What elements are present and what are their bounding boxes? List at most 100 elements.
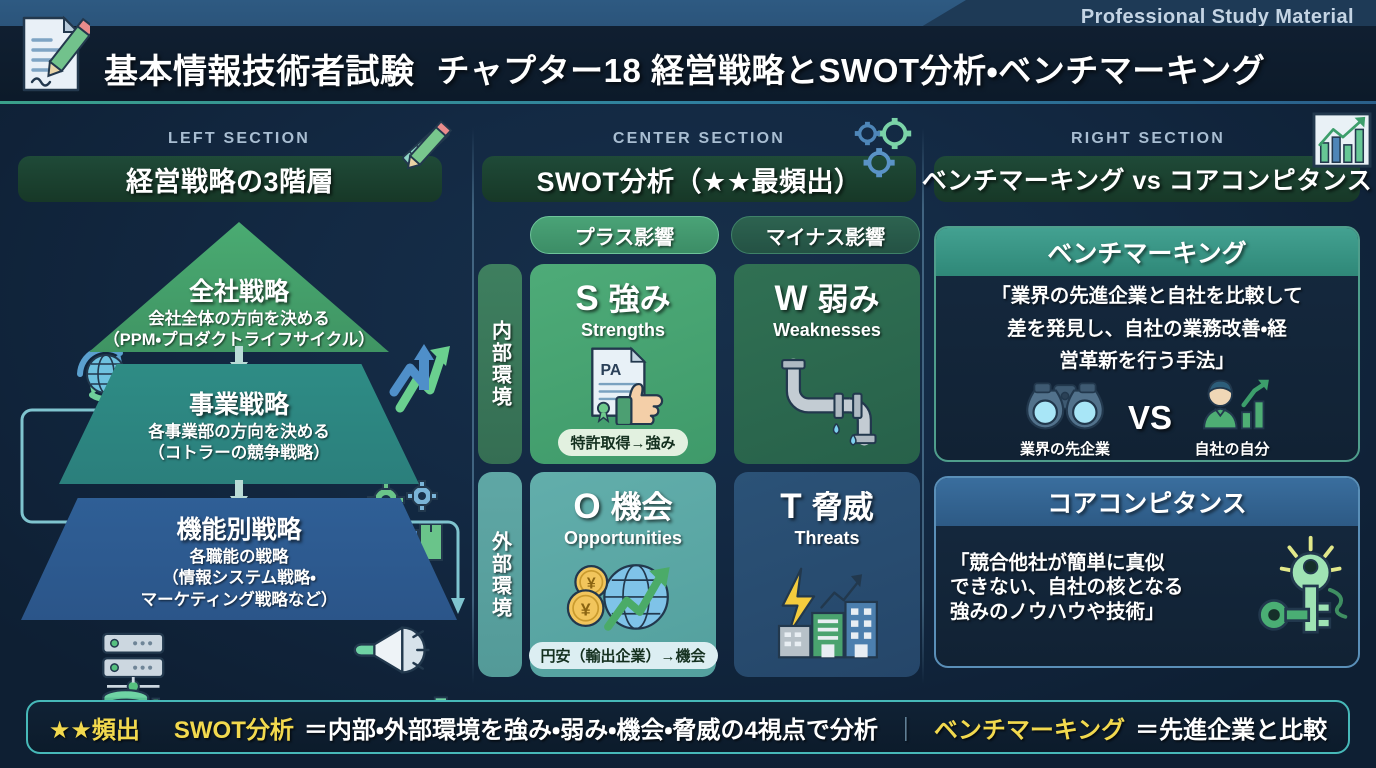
polarity-minus-label: マイナス影響 [731,216,920,254]
right-section-label: RIGHT SECTION [1071,130,1225,147]
tier-desc-line2: （情報システム戦略・ [162,569,316,588]
benchmarking-left-caption: 業界の先企業 [1019,440,1110,458]
core-competence-card-title: コアコンピタンス [936,478,1358,526]
ruler-pencil-icon [394,114,460,185]
quadrant-jp: 脅威 [811,490,874,525]
left-section-label: LEFT SECTION [168,130,310,147]
megaphone-icon [352,620,434,685]
quadrant-en: Threats [794,528,860,548]
polarity-plus-label: プラス影響 [530,216,719,254]
summary-footer: ★★頻出 SWOT分析 ＝内部・外部環境を強み・弱み・機会・脅威の4視点で分析 … [26,700,1350,754]
quadrant-heading: T 脅威 [780,482,873,527]
column-divider-right [922,128,924,684]
strategy-pyramid: 全社戦略 会社全体の方向を決める （PPM・プロダクトライフサイクル） 事業戦略… [8,222,470,746]
tier-desc-line2: （PPM・プロダクトライフサイクル） [103,331,375,349]
center-section-label: CENTER SECTION [612,130,786,147]
quadrant-heading: W 弱み [774,274,879,319]
footer-stars: ★★頻出 [48,716,140,744]
core-competence-quote-line3: 強みのノウハウや技術」 [950,600,1165,623]
quadrant-example-chip: 特許取得→強み [558,429,688,456]
swot-quadrant-opportunities: O 機会 Opportunities [528,472,718,677]
swot-quadrant-strengths: S 強み Strengths PA [530,264,716,464]
svg-text:PA: PA [601,362,622,379]
center-section: CENTER SECTION SWOT分析（★★最頻出） [478,114,920,690]
quadrant-letter: W [774,279,808,318]
svg-text:¥: ¥ [587,575,596,592]
axis-internal-label: 内部環境 [478,264,522,464]
yen-globe-growth-icon: ¥ ¥ [530,549,716,642]
pyramid-connector-right [370,512,466,632]
core-competence-quote-line2: できない、自社の核となる [950,576,1184,599]
exam-title: 基本情報技術者試験 [104,52,415,91]
quadrant-en: Weaknesses [773,320,881,340]
study-material-badge: Professional Study Material [1080,6,1354,28]
content-columns: LEFT SECTION 経営戦略の3階層 [0,112,1376,746]
growth-arrows-icon [380,330,460,425]
footer-separator: ｜ [893,716,918,744]
quadrant-en: Strengths [580,320,665,340]
svg-text:¥: ¥ [581,599,591,619]
swot-matrix: プラス影響 マイナス影響 内部環境 外部環境 S 強み Strengths [478,216,920,686]
center-section-heading: SWOT分析（★★最頻出） [482,156,916,202]
page-title: 基本情報技術者試験 チャプター18 経営戦略とSWOT分析・ベンチマーキング [104,40,1265,96]
quadrant-heading: S 強み [575,274,670,319]
quadrant-letter: O [573,487,601,526]
tier-name: 全社戦略 [188,277,289,306]
page-header: Professional Study Material 基本情報技術者試験 [0,0,1376,112]
swot-quadrant-threats: T 脅威 Threats [734,472,920,677]
growth-bar-chart-icon [1312,112,1372,175]
pyramid-tier-corporate: 全社戦略 会社全体の方向を決める （PPM・プロダクトライフサイクル） [89,222,389,352]
column-divider-left [472,128,474,684]
person-growth-icon [1190,378,1274,437]
footer-point2-body: ＝先進企業と比較 [1135,716,1328,744]
left-section: LEFT SECTION 経営戦略の3階層 [8,114,470,746]
lightning-buildings-icon [734,549,920,677]
swot-quadrant-weaknesses: W 弱み Weaknesses [734,264,920,464]
tier-desc-line3: マーケティング戦略など） [140,590,338,609]
tier-name: 事業戦略 [188,390,289,419]
benchmarking-card-title: ベンチマーキング [936,228,1358,276]
binoculars-icon [1021,378,1109,437]
quadrant-letter: S [575,279,599,318]
chapter-title: チャプター18 経営戦略とSWOT分析・ベンチマーキング [436,52,1266,89]
core-competence-body: 「競合他社が簡単に真似 できない、自社の核となる 強みのノウハウや技術」 [936,526,1358,643]
benchmarking-quote-line2: 差を発見し、自社の業務改善・経 [1007,317,1287,340]
document-pencil-icon [18,12,97,96]
quadrant-jp: 強み [608,282,671,317]
core-competence-card: コアコンピタンス 「競合他社が簡単に真似 できない、自社の核となる 強みのノウハ… [934,476,1360,668]
footer-point1-term: SWOT分析 [173,716,294,744]
benchmarking-card: ベンチマーキング 「業界の先進企業と自社を比較して 差を発見し、自社の業務改善・… [934,226,1360,462]
quadrant-letter: T [780,487,802,526]
axis-external-label: 外部環境 [478,472,522,677]
tier-name: 機能別戦略 [176,516,302,545]
pyramid-tier-functional: 機能別戦略 各職能の戦略 （情報システム戦略・ マーケティング戦略など） [21,498,457,620]
right-section: RIGHT SECTION ベンチマーキング vs コアコンピタンス ベンチマー… [922,112,1372,690]
key-icon [1252,532,1350,643]
core-competence-quote-line1: 「競合他社が簡単に真似 [950,551,1165,574]
header-title-band [0,26,1376,104]
leaking-pipe-icon [734,341,920,464]
right-section-heading: ベンチマーキング vs コアコンピタンス [922,156,1372,202]
footer-point1-body: ＝内部・外部環境を強み・弱み・機会・脅威の4視点で分析 [303,716,878,744]
vs-label: VS [1127,399,1173,437]
footer-point2-term: ベンチマーキング [933,716,1126,744]
gears-icon [848,116,918,191]
left-section-heading: 経営戦略の3階層 [18,156,442,202]
quadrant-jp: 弱み [817,282,880,317]
tier-desc-line1: 会社全体の方向を決める [148,309,330,328]
benchmarking-comparison-row: 業界の先企業 VS [936,378,1358,459]
quadrant-heading: O 機会 [573,482,672,527]
tier-desc-line1: 各事業部の方向を決める [148,422,330,441]
pyramid-tier-business: 事業戦略 各事業部の方向を決める （コトラーの競争戦略） [59,364,419,484]
tier-desc-line1: 各職能の戦略 [189,548,289,567]
benchmarking-quote-line3: 営革新を行う手法」 [1059,350,1235,373]
patent-thumbsup-icon: PA [530,341,716,429]
quadrant-jp: 機会 [610,490,673,525]
quadrant-en: Opportunities [564,528,682,548]
tier-desc-line2: （コトラーの競争戦略） [148,444,330,462]
benchmarking-right-item: 自社の自分 [1190,378,1274,459]
benchmarking-left-item: 業界の先企業 [1020,378,1110,459]
benchmarking-quote-line1: 「業界の先進企業と自社を比較して [991,285,1303,307]
quadrant-example-chip: 円安（輸出企業）→機会 [528,642,718,669]
